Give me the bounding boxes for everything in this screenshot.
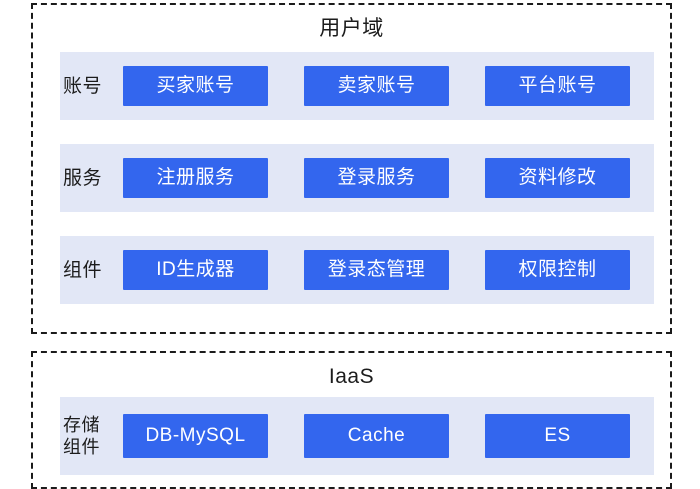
layer-row-services: 服务 注册服务 登录服务 资料修改 [60,144,654,212]
node-buyer-account[interactable]: 买家账号 [123,66,268,106]
node-id-generator[interactable]: ID生成器 [123,250,268,290]
node-cache[interactable]: Cache [304,414,449,458]
diagram-canvas: 用户域 账号 买家账号 卖家账号 平台账号 服务 注册服务 登录服务 资料修改 … [31,3,672,489]
layer-label-services: 服务 [63,167,103,189]
layer-label-components: 组件 [63,259,103,281]
section-title-iaas: IaaS [328,365,375,388]
node-permission-control[interactable]: 权限控制 [485,250,630,290]
node-register-service[interactable]: 注册服务 [123,158,268,198]
node-login-service[interactable]: 登录服务 [304,158,449,198]
section-iaas: IaaS 存储 组件 DB-MySQL Cache ES [31,351,672,489]
layer-row-accounts: 账号 买家账号 卖家账号 平台账号 [60,52,654,120]
layer-row-components: 组件 ID生成器 登录态管理 权限控制 [60,236,654,304]
node-es[interactable]: ES [485,414,630,458]
layer-label-storage-components: 存储 组件 [63,415,100,457]
layer-label-accounts: 账号 [63,75,103,97]
node-group-storage: DB-MySQL Cache ES [123,397,654,475]
node-group-components: ID生成器 登录态管理 权限控制 [123,236,654,304]
section-title-user-domain: 用户域 [319,17,384,40]
node-profile-edit-service[interactable]: 资料修改 [485,158,630,198]
section-user-domain: 用户域 账号 买家账号 卖家账号 平台账号 服务 注册服务 登录服务 资料修改 … [31,3,672,334]
node-seller-account[interactable]: 卖家账号 [304,66,449,106]
node-group-accounts: 买家账号 卖家账号 平台账号 [123,52,654,120]
layer-row-storage-components: 存储 组件 DB-MySQL Cache ES [60,397,654,475]
node-platform-account[interactable]: 平台账号 [485,66,630,106]
node-login-state-manager[interactable]: 登录态管理 [304,250,449,290]
node-group-services: 注册服务 登录服务 资料修改 [123,144,654,212]
node-db-mysql[interactable]: DB-MySQL [123,414,268,458]
